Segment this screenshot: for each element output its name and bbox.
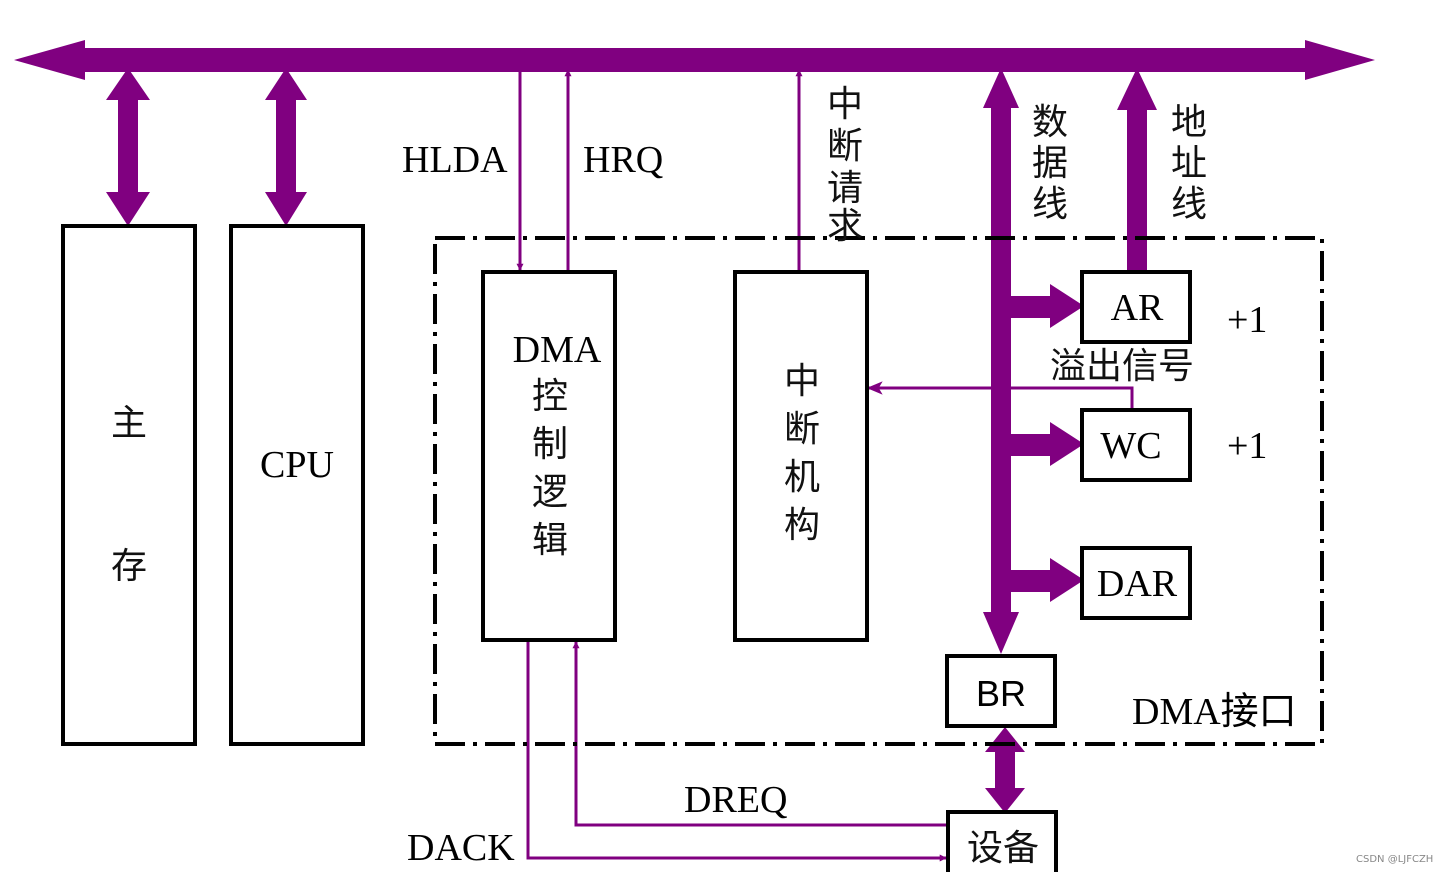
dar-branch-arrow	[1011, 558, 1084, 602]
interrupt-unit-char-2: 断	[784, 409, 820, 450]
dma-logic-char-3: 逻	[532, 472, 568, 513]
dma-logic-char-1: 控	[532, 376, 568, 417]
dar-box	[1080, 546, 1192, 620]
ar-increment-label: +1	[1227, 299, 1267, 341]
dma-logic-char-4: 辑	[532, 520, 568, 561]
wc-box	[1080, 408, 1192, 482]
main-memory-label-2: 存	[111, 546, 147, 587]
memory-bus-arrow	[106, 68, 150, 226]
ar-label: AR	[1111, 287, 1164, 329]
overflow-signal-label: 溢出信号	[1050, 346, 1194, 387]
interrupt-request-char-2: 断	[827, 126, 863, 167]
data-line-char-2: 据	[1032, 143, 1068, 184]
address-line-arrow	[1117, 68, 1157, 272]
address-line-char-2: 址	[1171, 143, 1207, 184]
cpu-box	[229, 224, 365, 746]
data-line-char-3: 线	[1032, 184, 1068, 225]
wc-increment-label: +1	[1227, 425, 1267, 467]
hrq-label: HRQ	[583, 139, 663, 181]
cpu-bus-arrow	[265, 68, 307, 226]
address-line-char-1: 地	[1171, 102, 1207, 143]
interrupt-request-char-4: 求	[827, 206, 863, 247]
br-box	[945, 654, 1057, 728]
ar-box	[1080, 270, 1192, 344]
address-line-char-3: 线	[1171, 184, 1207, 225]
hlda-label: HLDA	[402, 139, 508, 181]
data-line-char-1: 数	[1032, 102, 1068, 143]
ar-branch-arrow	[1011, 284, 1084, 328]
dar-label: DAR	[1097, 563, 1178, 605]
interrupt-unit-char-1: 中	[784, 361, 820, 402]
dreq-wire	[572, 641, 948, 827]
device-label: 设备	[967, 828, 1039, 869]
interrupt-unit-box	[733, 270, 869, 642]
interrupt-unit-char-3: 机	[784, 457, 820, 498]
interrupt-request-char-3: 请	[827, 168, 863, 209]
device-box	[946, 810, 1058, 872]
cpu-label: CPU	[260, 444, 334, 486]
wc-label: WC	[1100, 425, 1161, 467]
data-line-arrow	[983, 68, 1019, 654]
overflow-signal-wire	[866, 381, 1134, 410]
main-memory-box	[61, 224, 197, 746]
dreq-label: DREQ	[684, 779, 787, 821]
br-label: BR	[976, 673, 1026, 714]
main-memory-label-1: 主	[111, 403, 147, 444]
dack-wire	[526, 642, 947, 862]
interrupt-unit-char-4: 构	[784, 505, 820, 546]
dma-interface-border	[433, 236, 1324, 746]
dma-control-logic-box	[481, 270, 617, 642]
dack-label: DACK	[407, 827, 515, 869]
interrupt-request-char-1: 中	[827, 84, 863, 125]
watermark: CSDN @LJFCZH	[1356, 854, 1433, 865]
wc-branch-arrow	[1011, 422, 1084, 466]
dma-logic-title: DMA	[513, 329, 602, 371]
dma-interface-label: DMA接口	[1132, 691, 1297, 733]
br-device-arrow	[985, 727, 1025, 813]
system-bus	[14, 40, 1375, 80]
dma-logic-char-2: 制	[532, 424, 568, 465]
